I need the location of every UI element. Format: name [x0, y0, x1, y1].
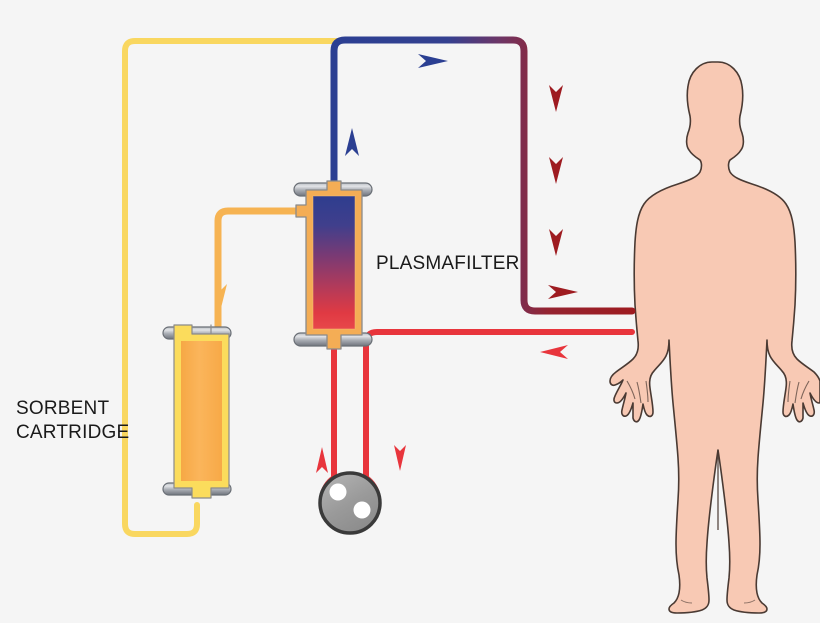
arrow-red-left-icon [540, 345, 568, 359]
arrow-darkred-down-2-icon [549, 157, 563, 184]
arrow-blue-right-icon [418, 54, 448, 68]
pump-housing [318, 471, 382, 535]
arrow-red-down-icon [394, 445, 406, 471]
arrow-red-up-icon [316, 447, 328, 473]
arrow-darkred-down-3-icon [549, 229, 563, 256]
plasmafilter-membrane [313, 196, 355, 329]
tube-access-line [330, 36, 636, 315]
arrow-darkred-down-1-icon [549, 85, 563, 112]
flow-arrow-group [215, 54, 578, 473]
tube-sorbent-return-line [122, 38, 344, 537]
pump-roller-2 [353, 501, 371, 519]
sorbent-cartridge-device[interactable] [162, 324, 232, 499]
plasmafilter-label: PLASMAFILTER [376, 253, 520, 274]
sorbent-cartridge-label-line1: SORBENT [16, 398, 109, 419]
arrow-orange-down-icon [215, 284, 227, 308]
sorbent-cartridge-label-line2: CARTRIDGE [16, 422, 129, 443]
roller-pump[interactable] [318, 471, 382, 535]
cartridge-sorbent-bed [181, 341, 222, 481]
tube-plasma-line-to-sorbent [214, 207, 304, 335]
plasmafilter-device[interactable] [293, 180, 373, 350]
arrow-blue-up-icon [345, 128, 359, 156]
arrow-darkred-right-icon [548, 285, 578, 299]
pump-roller-1 [329, 483, 347, 501]
